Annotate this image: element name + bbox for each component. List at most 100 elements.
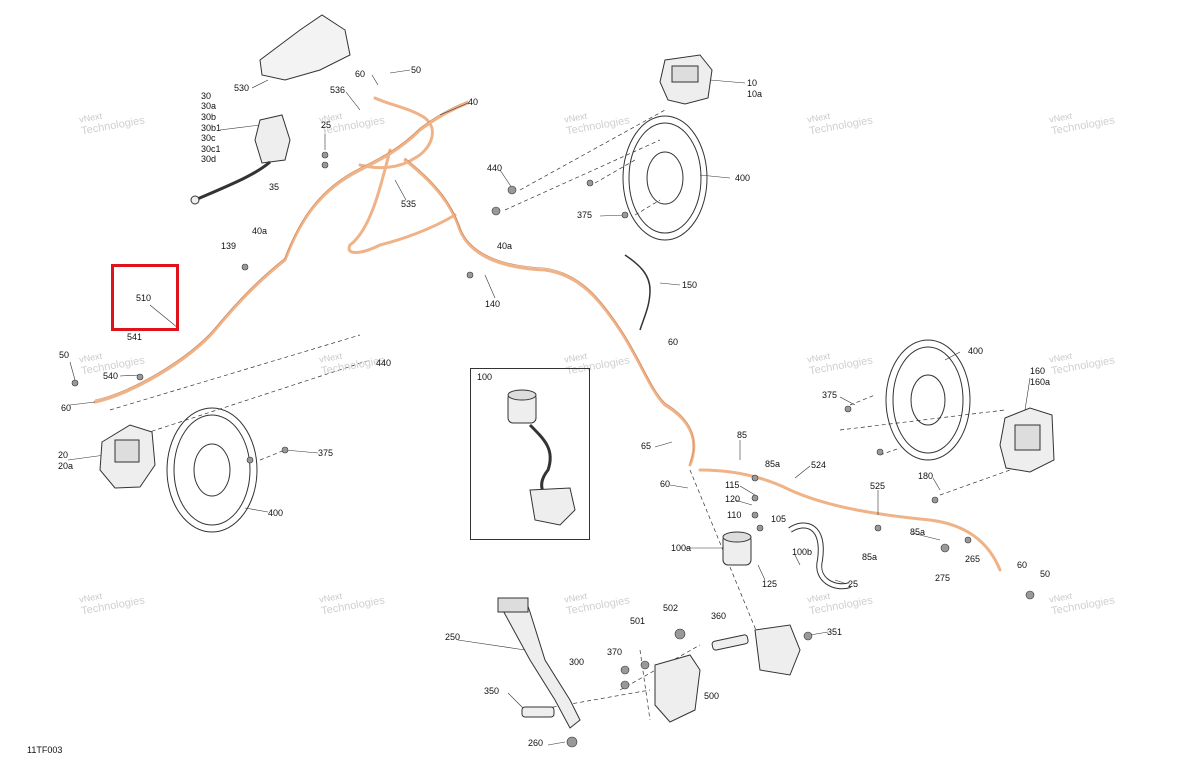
callout-label[interactable]: 60 [61, 403, 72, 413]
figure-id: 11TF003 [27, 745, 63, 755]
hardware [71, 151, 1035, 748]
caliper-front-left [99, 424, 156, 489]
callout-label[interactable]: 60 [668, 337, 679, 347]
callout-label[interactable]: 160 [1030, 366, 1046, 376]
callout-label[interactable]: 110 [727, 510, 742, 520]
callout-label[interactable]: 30 [201, 91, 212, 101]
callout-label[interactable]: 105 [771, 514, 787, 524]
brake-line-center [403, 158, 696, 467]
callout-label[interactable]: 50 [1040, 569, 1051, 579]
callout-label[interactable]: 120 [725, 494, 741, 504]
callout-label[interactable]: 139 [221, 241, 237, 251]
callout-label[interactable]: 300 [569, 657, 585, 667]
callout-label[interactable]: 40a [497, 241, 513, 251]
hand-lever-assembly [190, 114, 291, 205]
callout-label[interactable]: 25 [321, 120, 332, 130]
brake-lines-outline [94, 100, 695, 464]
callout-label[interactable]: 85a [910, 527, 926, 537]
callout-label[interactable]: 265 [965, 554, 981, 564]
callout-label[interactable]: 535 [401, 199, 417, 209]
callout-label[interactable]: 250 [445, 632, 461, 642]
callout-label[interactable]: 30b1 [201, 123, 222, 133]
brake-line-middle [347, 148, 457, 254]
callout-label[interactable]: 400 [268, 508, 284, 518]
highlight-box[interactable] [111, 264, 179, 331]
callout-label[interactable]: 160a [1030, 377, 1051, 387]
callout-label[interactable]: 540 [103, 371, 119, 381]
callout-label[interactable]: 140 [485, 299, 501, 309]
brake-line-upper [358, 96, 434, 170]
callout-label[interactable]: 541 [127, 332, 143, 342]
callout-label[interactable]: 400 [735, 173, 751, 183]
callout-label[interactable]: 60 [660, 479, 671, 489]
callout-label[interactable]: 536 [330, 85, 346, 95]
callout-label[interactable]: 40 [468, 97, 479, 107]
callout-label[interactable]: 350 [484, 686, 500, 696]
callout-label[interactable]: 50 [411, 65, 422, 75]
disc-rear [885, 339, 971, 461]
callout-label[interactable]: 10a [747, 89, 763, 99]
callout-label[interactable]: 30d [201, 154, 217, 164]
callout-label[interactable]: 351 [827, 627, 843, 637]
pin-350 [521, 706, 555, 718]
callout-label[interactable]: 400 [968, 346, 984, 356]
disc-front-right [622, 115, 708, 241]
callout-label[interactable]: 530 [234, 83, 250, 93]
bracket-530 [259, 14, 351, 81]
disc-front-left [166, 407, 258, 533]
callout-label[interactable]: 375 [822, 390, 838, 400]
callout-label[interactable]: 150 [682, 280, 698, 290]
callout-label[interactable]: 60 [1017, 560, 1028, 570]
brake-line-main [93, 101, 470, 404]
callout-label[interactable]: 525 [870, 481, 886, 491]
callout-label[interactable]: 260 [528, 738, 544, 748]
callout-label[interactable]: 100 [477, 372, 493, 382]
callout-label[interactable]: 35 [269, 182, 280, 192]
callout-label[interactable]: 440 [487, 163, 503, 173]
callout-label[interactable]: 30b [201, 112, 217, 122]
callout-label[interactable]: 60 [355, 69, 366, 79]
callout-label[interactable]: 30a [201, 101, 217, 111]
callout-label[interactable]: 40a [252, 226, 268, 236]
callout-label[interactable]: 502 [663, 603, 679, 613]
master-cylinder-rear [754, 624, 801, 676]
inset-box [470, 368, 590, 540]
callout-label[interactable]: 375 [318, 448, 334, 458]
callout-label[interactable]: 501 [630, 616, 646, 626]
inset-reservoir [507, 389, 576, 526]
callout-label[interactable]: 440 [376, 358, 392, 368]
callout-label[interactable]: 370 [607, 647, 623, 657]
caliper-rear [999, 407, 1055, 473]
callout-label[interactable]: 510 [136, 293, 152, 303]
pin-360 [711, 634, 749, 651]
callout-label[interactable]: 10 [747, 78, 758, 88]
callout-label[interactable]: 125 [762, 579, 778, 589]
callout-label[interactable]: 275 [935, 573, 951, 583]
callout-label[interactable]: 524 [811, 460, 827, 470]
callout-label[interactable]: 25 [848, 579, 859, 589]
callout-label[interactable]: 85 [737, 430, 748, 440]
callout-label[interactable]: 30c [201, 133, 216, 143]
callout-label[interactable]: 100a [671, 543, 692, 553]
callout-label[interactable]: 30c1 [201, 144, 221, 154]
callout-label[interactable]: 375 [577, 210, 593, 220]
callout-label[interactable]: 50 [59, 350, 70, 360]
callout-label[interactable]: 360 [711, 611, 727, 621]
callout-label[interactable]: 85a [765, 459, 781, 469]
hose-100b-inner [788, 523, 851, 589]
caliper-front-right [659, 54, 713, 105]
brake-pedal-250 [497, 597, 581, 729]
sensor-wire-150 [624, 254, 651, 331]
callout-label[interactable]: 100b [792, 547, 813, 557]
callout-label[interactable]: 85a [862, 552, 878, 562]
pedal-bracket-500 [654, 654, 701, 723]
callout-label[interactable]: 20 [58, 450, 69, 460]
callout-label[interactable]: 115 [725, 480, 740, 490]
reservoir-100a [722, 531, 752, 566]
callout-label[interactable]: 180 [918, 471, 934, 481]
callout-label[interactable]: 500 [704, 691, 720, 701]
callout-label[interactable]: 20a [58, 461, 74, 471]
callout-label[interactable]: 65 [641, 441, 652, 451]
